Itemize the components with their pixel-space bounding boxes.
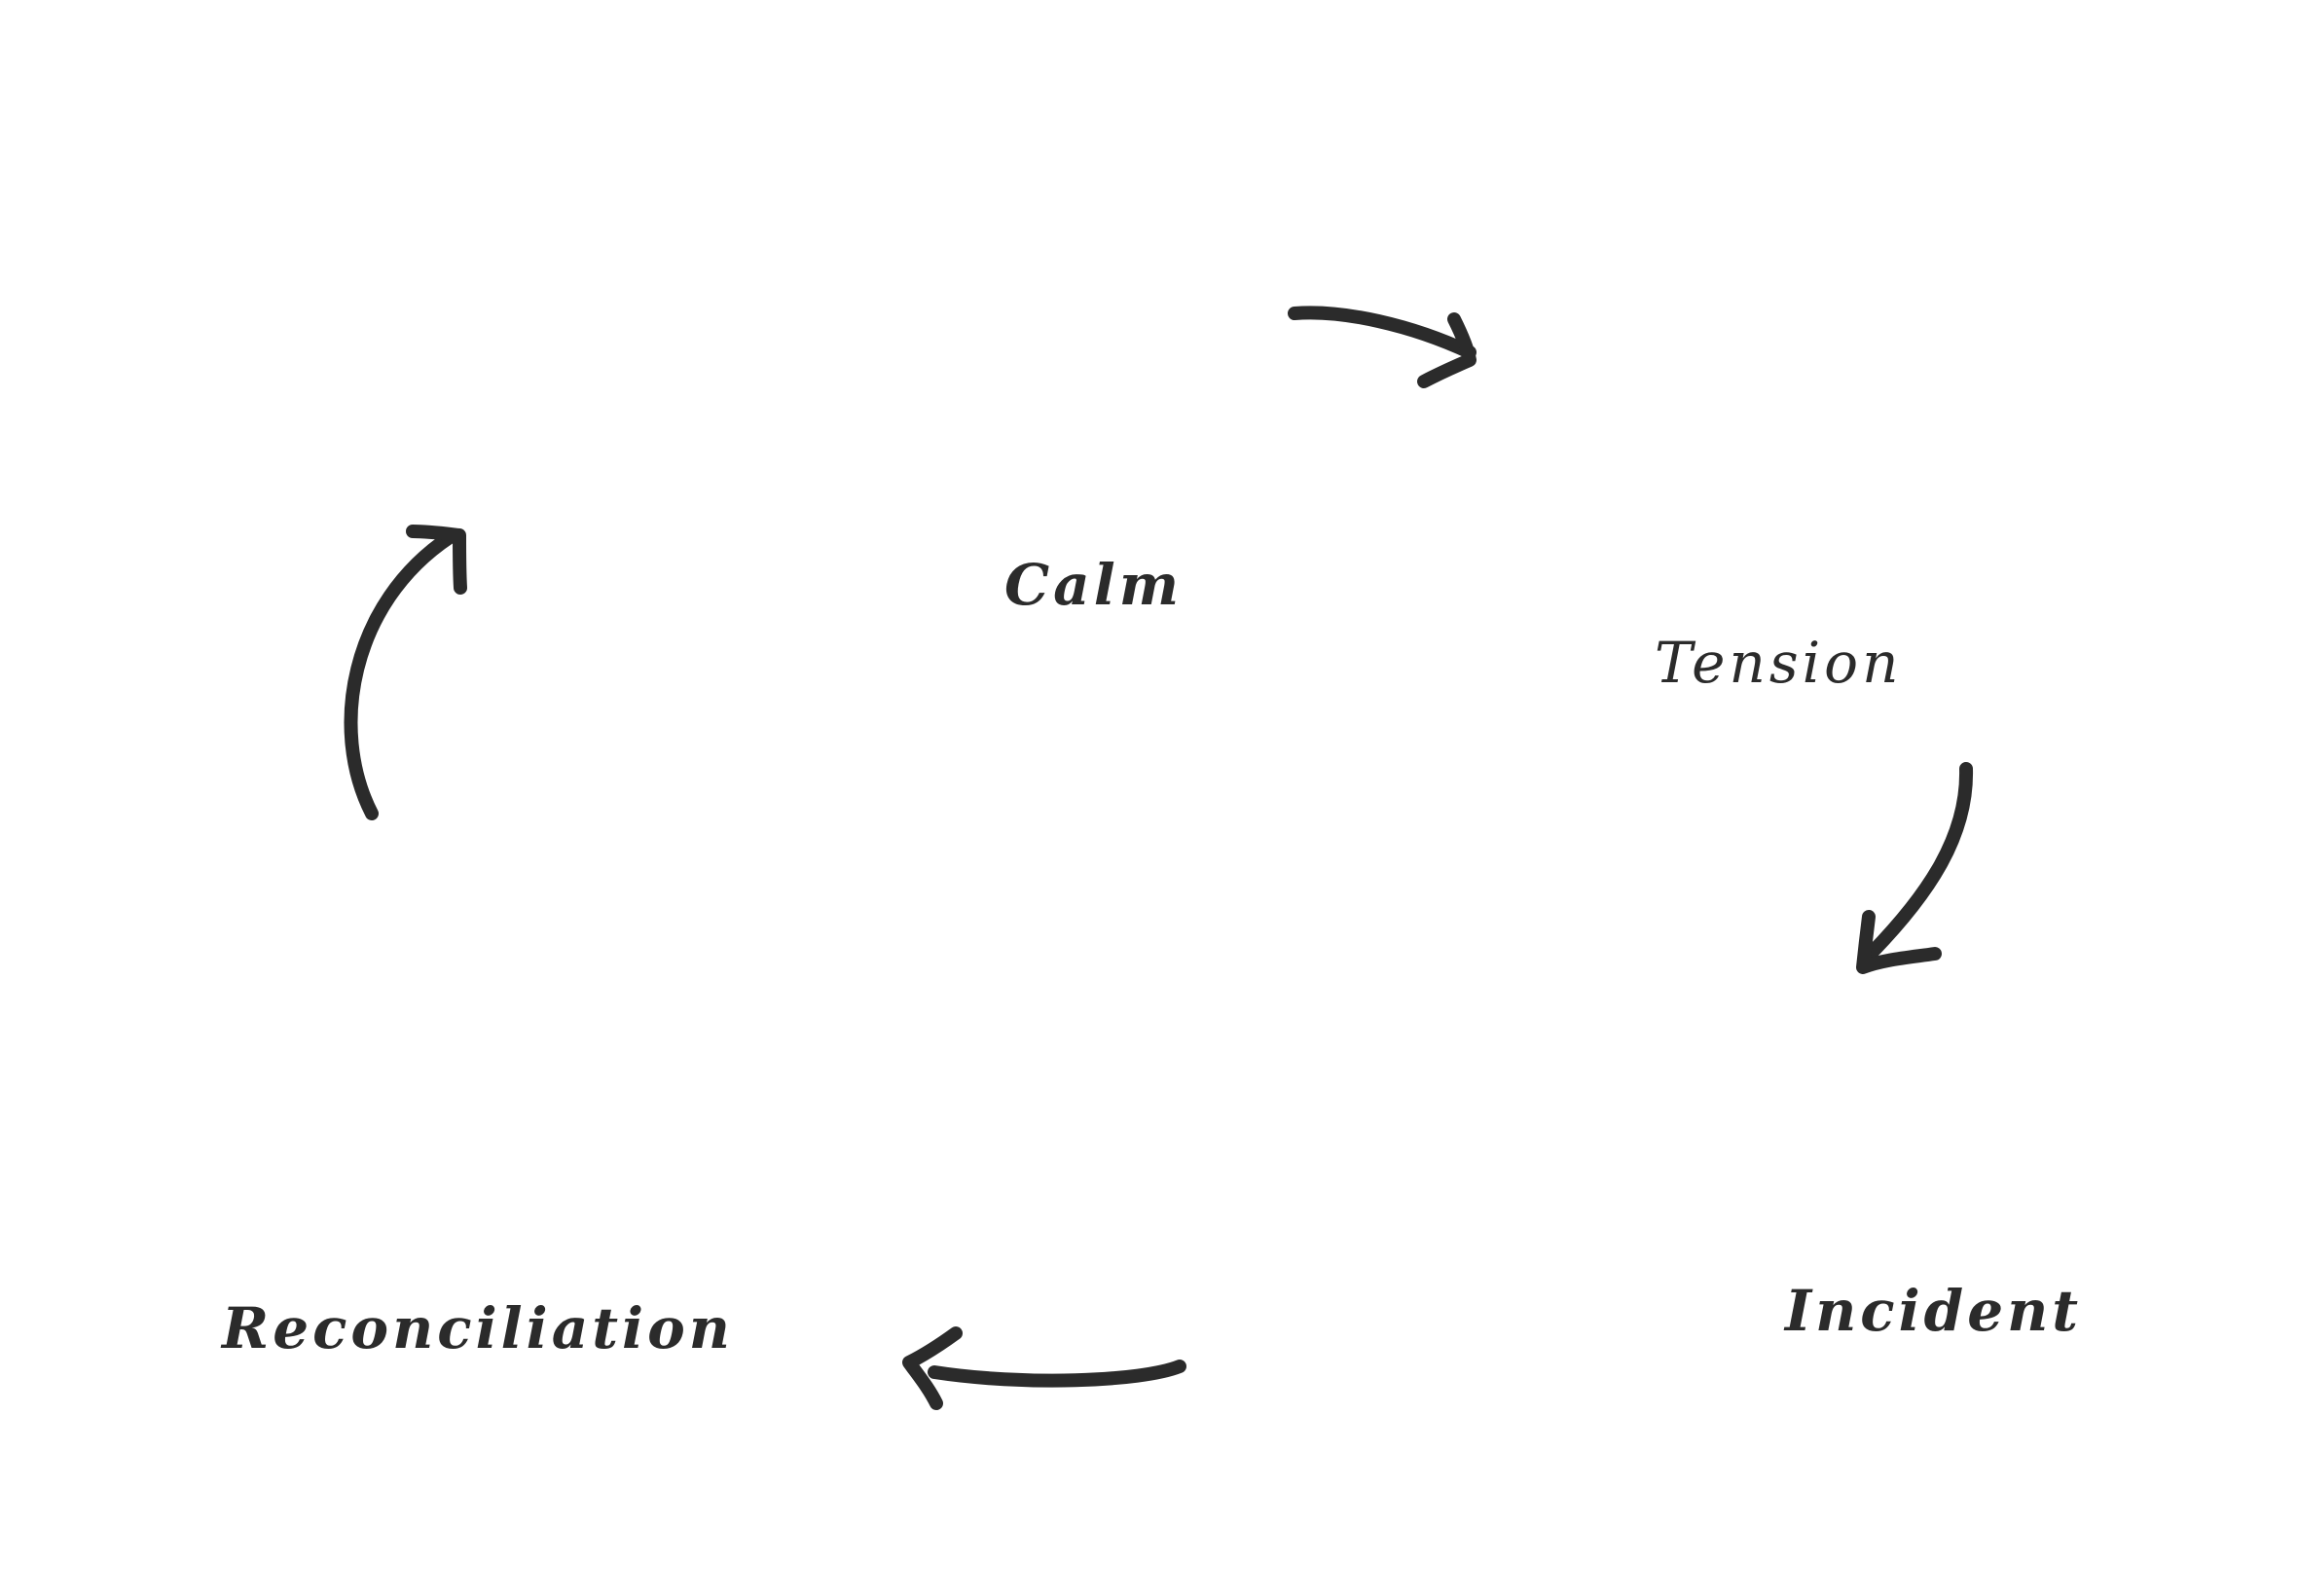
arrow-incident-to-reconciliation (902, 1326, 1186, 1410)
arrow-calm-to-tension (1288, 306, 1477, 388)
stage-label-reconciliation: Reconciliation (222, 1295, 734, 1361)
stage-label-calm: Calm (1004, 552, 1184, 618)
arrow-tension-to-incident (1856, 762, 1974, 974)
stage-label-incident: Incident (1785, 1278, 2083, 1344)
stage-label-tension: Tension (1655, 630, 1903, 696)
arrow-reconciliation-to-calm (344, 525, 467, 820)
